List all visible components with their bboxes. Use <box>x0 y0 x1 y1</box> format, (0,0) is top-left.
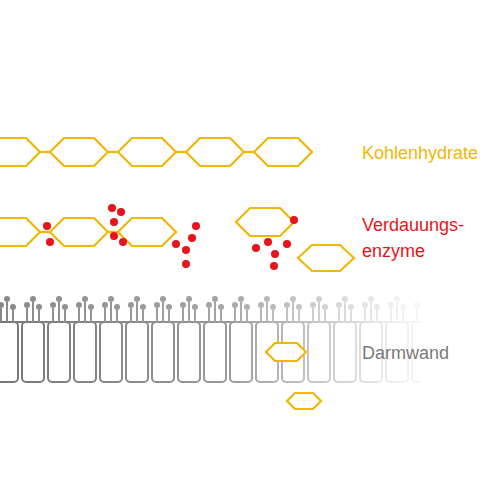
enzyme-dot <box>108 204 116 212</box>
enzyme-dots <box>43 204 298 270</box>
enzyme-dot <box>182 246 190 254</box>
carbohydrate-chain <box>0 138 312 166</box>
wall-cells <box>0 290 420 384</box>
enzyme-dot <box>264 238 272 246</box>
enzyme-dot <box>270 262 278 270</box>
enzyme-dot <box>110 232 118 240</box>
enzyme-label: Verdauungs- enzyme <box>362 212 472 264</box>
enzyme-dot <box>283 240 291 248</box>
enzyme-dot <box>119 238 127 246</box>
carbohydrate-label: Kohlenhydrate <box>362 140 497 166</box>
enzyme-dot <box>252 244 260 252</box>
wall-label: Darmwand <box>362 340 497 366</box>
enzyme-dot <box>46 238 54 246</box>
enzyme-dot <box>172 240 180 248</box>
sugar-hexagon <box>50 138 108 166</box>
sugar-hexagon <box>0 218 40 246</box>
enzyme-dot <box>192 222 200 230</box>
sugar-hexagon <box>118 138 176 166</box>
sugar-hexagon <box>266 343 306 361</box>
sugar-hexagon <box>50 218 108 246</box>
sugar-hexagon <box>118 218 176 246</box>
intestinal-wall <box>0 290 420 384</box>
sugar-hexagon <box>254 138 312 166</box>
sugar-hexagon <box>236 208 294 236</box>
sugar-hexagon <box>186 138 244 166</box>
enzyme-dot <box>110 218 118 226</box>
enzyme-dot <box>182 260 190 268</box>
sugar-hexagon <box>298 245 354 271</box>
enzyme-dot <box>43 222 51 230</box>
broken-chain <box>0 208 354 271</box>
enzyme-dot <box>188 234 196 242</box>
enzyme-dot <box>117 208 125 216</box>
enzyme-dot <box>290 216 298 224</box>
sugar-hexagon <box>287 393 321 409</box>
enzyme-dot <box>271 250 279 258</box>
absorbed-sugars <box>266 343 321 409</box>
sugar-hexagon <box>0 138 40 166</box>
